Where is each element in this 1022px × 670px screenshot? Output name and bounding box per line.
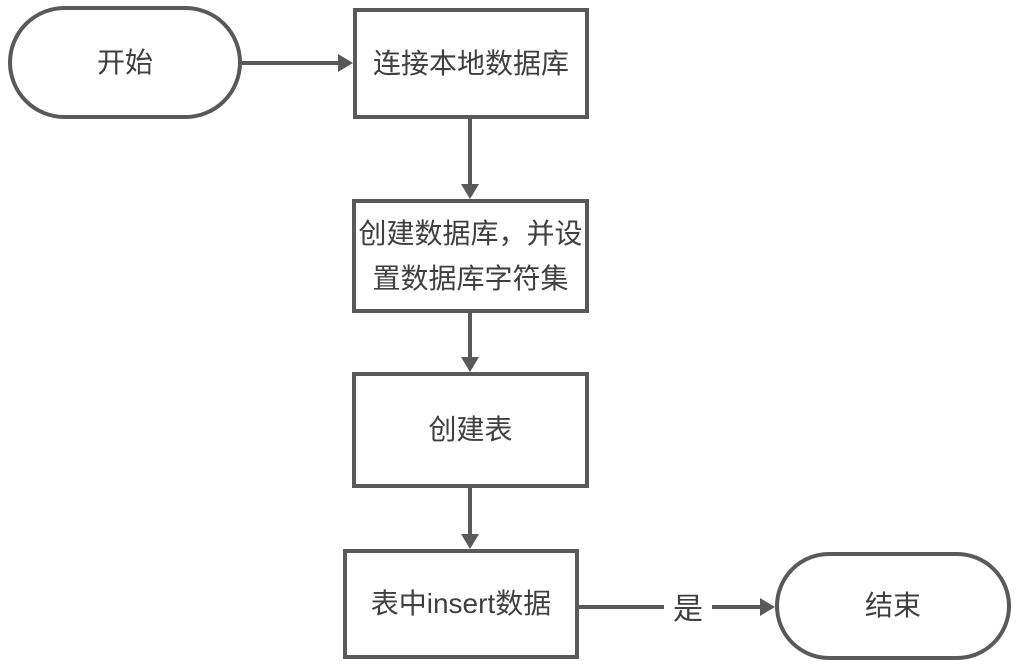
edge-connect-to-createdb-line bbox=[468, 119, 472, 186]
node-create-table-label: 创建表 bbox=[428, 414, 513, 446]
edge-createdb-to-createtable-line bbox=[468, 313, 472, 359]
arrowhead-down-icon bbox=[461, 357, 479, 372]
node-create-db-charset-label: 创建数据库，并设置数据库字符集 bbox=[358, 217, 583, 294]
node-start-terminal: 开始 bbox=[8, 6, 242, 119]
node-create-db-charset: 创建数据库，并设置数据库字符集 bbox=[352, 199, 589, 313]
node-insert-data: 表中insert数据 bbox=[343, 549, 579, 659]
arrowhead-right-icon bbox=[338, 54, 353, 72]
node-connect-local-db-label: 连接本地数据库 bbox=[372, 47, 569, 79]
edge-createtable-to-insert-line bbox=[468, 488, 472, 536]
node-end-terminal: 结束 bbox=[775, 552, 1011, 660]
edge-start-to-connect-line bbox=[242, 61, 339, 65]
edge-yes-label: 是 bbox=[664, 585, 712, 627]
arrowhead-down-icon bbox=[461, 184, 479, 199]
arrowhead-right-icon bbox=[760, 598, 775, 616]
node-start-label: 开始 bbox=[96, 46, 153, 78]
node-end-label: 结束 bbox=[864, 590, 921, 622]
node-connect-local-db: 连接本地数据库 bbox=[353, 8, 589, 119]
node-insert-data-label: 表中insert数据 bbox=[370, 588, 552, 620]
arrowhead-down-icon bbox=[461, 534, 479, 549]
node-create-table: 创建表 bbox=[352, 372, 589, 488]
